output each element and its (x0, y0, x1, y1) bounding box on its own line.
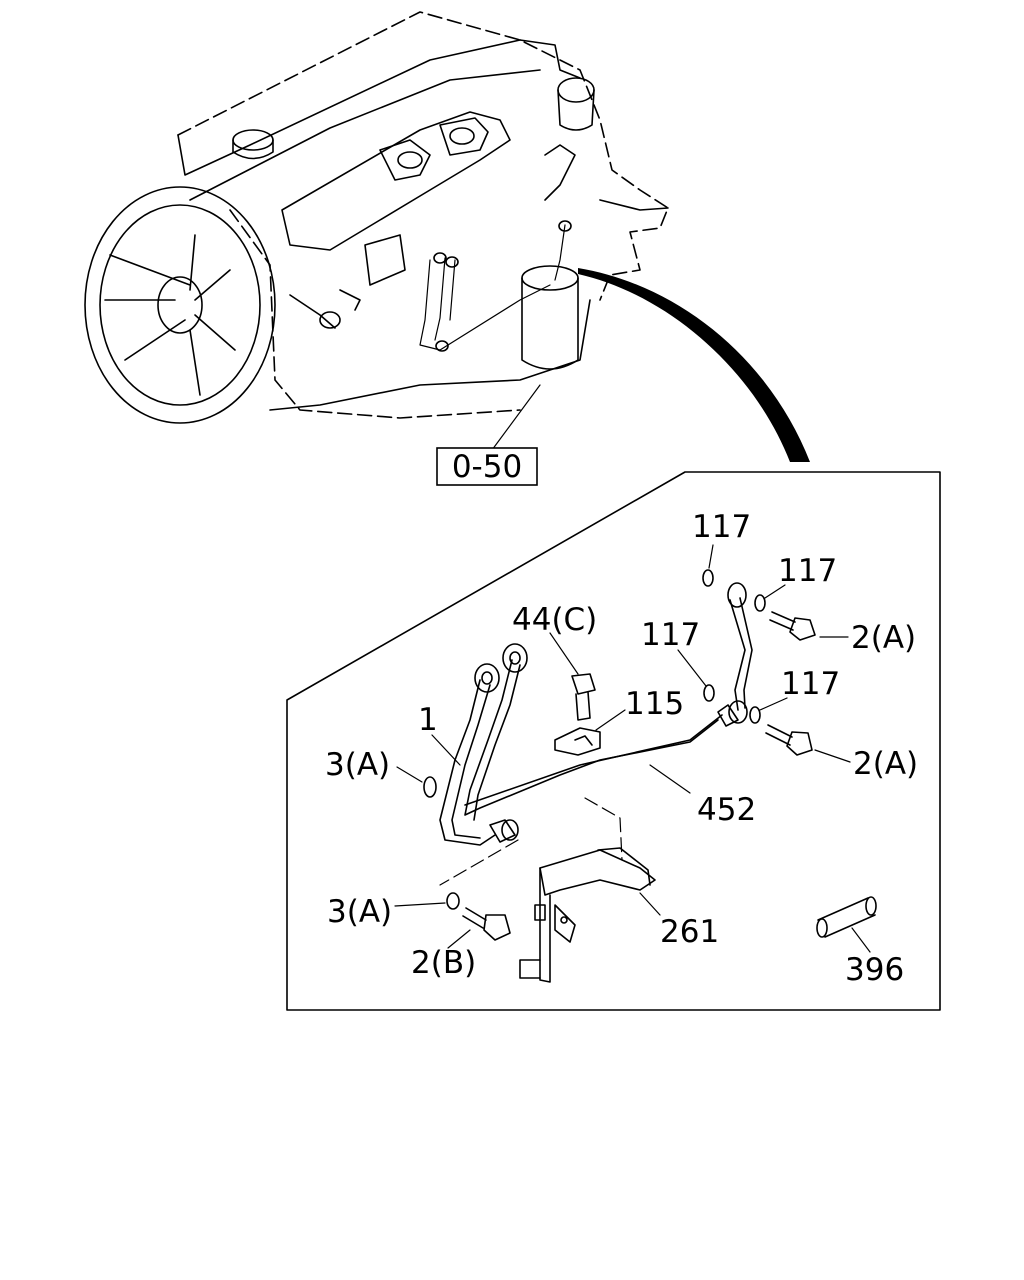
reference-box-label: 0-50 (452, 449, 522, 485)
callout-2b: 2(B) (411, 945, 476, 981)
bolt-2b (462, 907, 511, 941)
washer-3a-lower (446, 892, 460, 910)
callout-396: 396 (845, 952, 904, 988)
callout-1: 1 (418, 702, 438, 738)
callout-117-top: 117 (692, 509, 751, 545)
callout-3a-lower: 3(A) (327, 894, 392, 930)
part-396-pin (816, 896, 877, 938)
callout-115: 115 (625, 686, 684, 722)
engine-assembly-illustration (84, 11, 669, 451)
bolt-2a-upper (769, 611, 816, 641)
callout-44c: 44(C) (512, 602, 597, 638)
bolt-2a-lower (765, 724, 813, 756)
part-115-clamp (554, 727, 601, 756)
leader-lines (394, 544, 871, 953)
washer-3a-upper (423, 776, 437, 798)
part-452-pipe (464, 582, 753, 806)
magnify-pointer-arrow (578, 268, 810, 462)
detail-frame (286, 471, 941, 1011)
part-1-pipe-assembly (439, 643, 719, 846)
callout-2a-lower: 2(A) (853, 746, 918, 782)
callout-452: 452 (697, 792, 756, 828)
part-261-bracket (519, 797, 656, 983)
oil-filter (521, 265, 579, 370)
reference-box: 0-50 (436, 447, 538, 486)
callout-117-right-upper: 117 (778, 553, 837, 589)
washer-117-right-lower (749, 706, 761, 724)
callout-2a-upper: 2(A) (851, 620, 916, 656)
washer-117-top (702, 569, 714, 587)
washer-117-right-upper (754, 594, 766, 612)
washer-117-mid (703, 684, 715, 702)
callout-3a-upper: 3(A) (325, 747, 390, 783)
part-44c-bolt (571, 673, 596, 721)
callout-261: 261 (660, 914, 719, 950)
callout-117-right-lower: 117 (781, 666, 840, 702)
callout-117-mid: 117 (641, 617, 700, 653)
